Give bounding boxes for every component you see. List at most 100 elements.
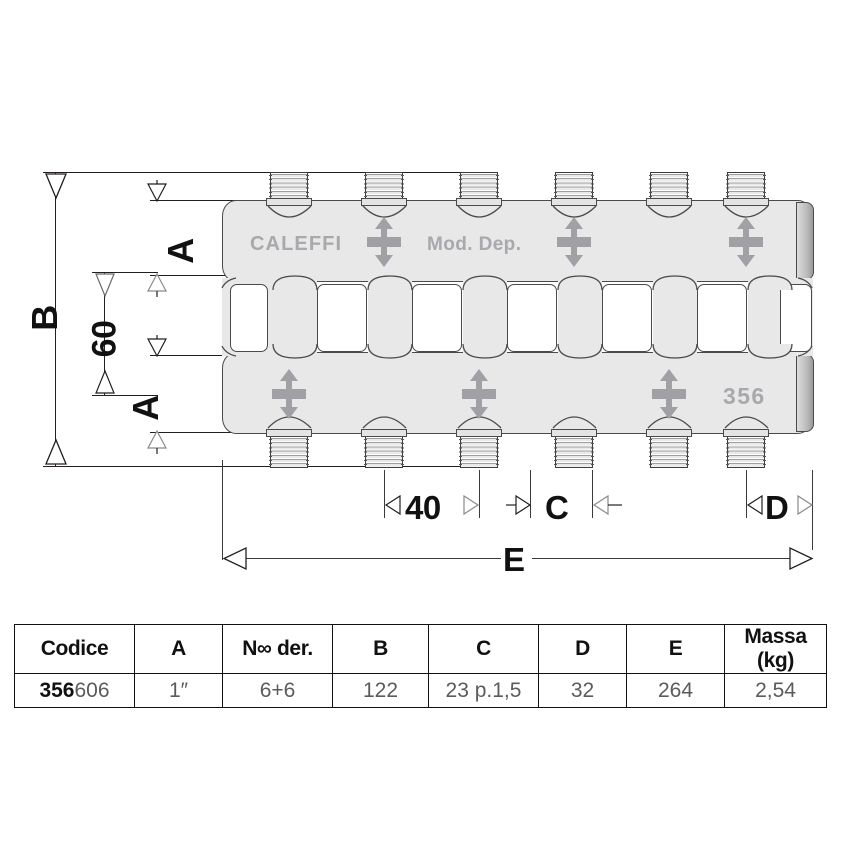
witness-line-e-left [222, 460, 223, 560]
manifold-slot [602, 284, 652, 352]
table-cell-e: 264 [626, 673, 725, 708]
code-prefix: 356 [39, 678, 75, 702]
port-collar-bottom [646, 429, 692, 437]
witness-line-40-right [479, 470, 480, 518]
model-label: Mod. Dep. [427, 234, 522, 255]
table-header-e: E [626, 624, 725, 674]
port-collar-bottom [266, 429, 312, 437]
table-header-d: D [538, 624, 627, 674]
dimension-arrow-a-bottom-upper [147, 335, 167, 358]
manifold-drawing: B 60 A A [23, 172, 814, 578]
dimension-label-c: C [545, 489, 569, 526]
dimension-label-b: B [23, 305, 65, 331]
witness-line-top [43, 172, 473, 173]
table-cell-a: 1″ [134, 673, 223, 708]
port-collar-bottom [551, 429, 597, 437]
manifold-slot [230, 284, 268, 352]
witness-line-bottom [43, 466, 473, 467]
connection-pillar [653, 278, 697, 356]
port-nipple-bottom [554, 436, 594, 468]
dimension-arrow-e-right [789, 546, 814, 571]
witness-line-c-right [592, 470, 593, 518]
dimension-arrow-40 [384, 494, 480, 516]
witness-line-topbar-top [150, 200, 260, 201]
flow-cross-marker [729, 217, 763, 267]
witness-line-botbar-bottom [150, 432, 260, 433]
dimension-arrow-a-top-lower [147, 272, 167, 297]
table-cell-d: 32 [538, 673, 627, 708]
port-nipple-bottom [726, 436, 766, 468]
flow-cross-marker [652, 369, 686, 419]
dimension-label-e: E [503, 541, 525, 578]
manifold-slot [317, 284, 367, 352]
port-collar-top [723, 198, 769, 206]
dimension-arrow-b-bottom [45, 438, 67, 465]
flow-cross-marker [367, 217, 401, 267]
series-label: 356 [723, 383, 766, 409]
dimension-arrow-a-top-upper [147, 180, 167, 203]
dimension-label-60: 60 [85, 320, 124, 358]
dimension-arrow-d [746, 494, 814, 516]
table-header-massa: Massa (kg) [724, 624, 827, 674]
connection-pillar [463, 278, 507, 356]
port-collar-top [266, 198, 312, 206]
port-nipple-bottom [269, 436, 309, 468]
dimension-arrow-b-top [45, 173, 67, 200]
flow-cross-marker [462, 369, 496, 419]
table-header-n-der: N∞ der. [222, 624, 333, 674]
witness-line-d-left [746, 470, 747, 518]
dimension-arrow-e-left [222, 546, 247, 571]
witness-line-60-bottom [92, 395, 158, 396]
manifold-slot [507, 284, 557, 352]
specification-table: Codice A N∞ der. B C D E Massa (kg) 3566… [14, 624, 827, 708]
bottom-bar-end-cap [796, 354, 814, 432]
table-cell-b: 122 [332, 673, 429, 708]
port-collar-top [551, 198, 597, 206]
port-collar-top [456, 198, 502, 206]
connection-pillar [558, 278, 602, 356]
connection-pillar [273, 278, 317, 356]
port-nipple-bottom [459, 436, 499, 468]
witness-line-40-left [384, 470, 385, 518]
manifold-bottom-bar [222, 352, 812, 434]
dimension-arrow-c-right [592, 494, 622, 516]
port-collar-top [646, 198, 692, 206]
table-row: 356606 1″ 6+6 122 23 p.1,5 32 264 2,54 [14, 673, 827, 708]
table-cell-massa: 2,54 [724, 673, 827, 708]
port-collar-top [361, 198, 407, 206]
table-header-codice: Codice [14, 624, 135, 674]
witness-line-60-top [92, 272, 158, 273]
dimension-arrow-60-top [95, 273, 115, 298]
dimension-label-a-bottom: A [124, 395, 166, 421]
port-nipple-bottom [649, 436, 689, 468]
flow-cross-marker [272, 369, 306, 419]
table-header-b: B [332, 624, 429, 674]
witness-line-c-left [530, 470, 531, 518]
manifold-slot [412, 284, 462, 352]
witness-line-d-right [812, 470, 813, 550]
dimension-line-60 [104, 272, 105, 395]
witness-line-topbar-bottom [150, 275, 260, 276]
dimension-label-d: D [765, 489, 789, 526]
table-header-a: A [134, 624, 223, 674]
dimension-line-b [55, 172, 56, 466]
dimension-label-a-top: A [159, 238, 201, 264]
port-collar-bottom [723, 429, 769, 437]
code-suffix: 606 [74, 678, 110, 702]
table-cell-codice: 356606 [14, 673, 135, 708]
dimension-arrow-c-left [506, 494, 532, 516]
top-bar-end-cap [796, 202, 814, 280]
witness-line-botbar-top [150, 355, 260, 356]
dimension-line-e-left [236, 558, 501, 559]
dimension-arrow-a-bottom-lower [147, 429, 167, 454]
port-collar-bottom [456, 429, 502, 437]
port-collar-bottom [361, 429, 407, 437]
table-header-row: Codice A N∞ der. B C D E Massa (kg) [14, 624, 827, 674]
connection-pillar [368, 278, 412, 356]
dimension-label-40: 40 [405, 489, 441, 526]
table-cell-n-der: 6+6 [222, 673, 333, 708]
table-cell-c: 23 p.1,5 [428, 673, 539, 708]
port-nipple-bottom [364, 436, 404, 468]
manifold-top-bar [222, 200, 812, 282]
